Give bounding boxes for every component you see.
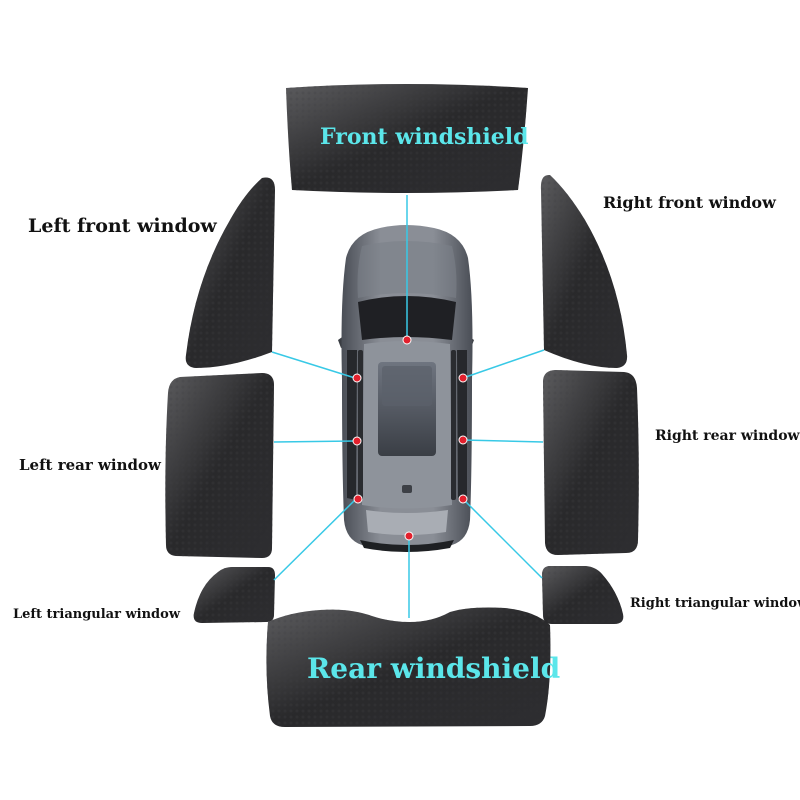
marker-dots: [352, 335, 468, 541]
front-windshield-label: Front windshield: [320, 124, 529, 150]
marker-right-front: [458, 373, 468, 383]
marker-left-front: [352, 373, 362, 383]
right-rear-window-label: Right rear window: [655, 428, 800, 444]
right-rear-window-shade: [543, 370, 639, 555]
left-rear-window-shade: [165, 373, 274, 558]
rear-windshield-shade: [266, 607, 551, 727]
rear-windshield-label: Rear windshield: [307, 652, 561, 685]
connector-left-triangular: [273, 498, 357, 581]
marker-front-windshield: [402, 335, 412, 345]
car-top-view: [338, 225, 474, 552]
left-triangular-window-label: Left triangular window: [13, 607, 181, 622]
right-front-window-shade: [540, 174, 628, 368]
marker-left-triangular: [353, 494, 363, 504]
marker-right-triangular: [458, 494, 468, 504]
left-front-window-label: Left front window: [28, 215, 217, 237]
connector-right-triangular: [462, 498, 543, 579]
left-triangular-window-shade: [193, 567, 275, 623]
connector-right-rear: [462, 439, 544, 443]
right-triangular-window-shade: [542, 566, 624, 624]
front-windshield-shade: [286, 84, 528, 193]
left-rear-window-label: Left rear window: [19, 456, 161, 474]
connector-lines: [271, 195, 545, 618]
left-front-window-shade: [185, 177, 275, 368]
marker-rear-windshield: [404, 531, 414, 541]
connector-left-front: [271, 351, 356, 379]
connector-right-front: [462, 349, 545, 379]
marker-right-rear: [458, 435, 468, 445]
marker-left-rear: [352, 436, 362, 446]
right-triangular-window-label: Right triangular window: [630, 596, 800, 611]
connector-left-rear: [273, 440, 356, 443]
right-front-window-label: Right front window: [603, 193, 776, 212]
